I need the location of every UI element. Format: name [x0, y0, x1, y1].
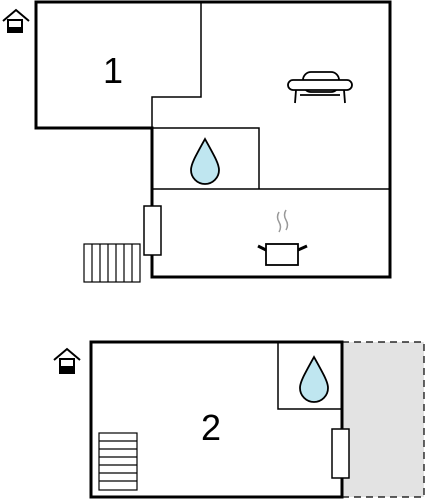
- stairs-icon: [98, 432, 138, 491]
- wall-bathroom: [152, 127, 260, 189]
- radiator-icon: [143, 205, 162, 256]
- floor-1: 1: [2, 0, 392, 283]
- floor-2: 2: [53, 340, 425, 499]
- sofa-icon: [287, 71, 353, 104]
- cooking-pot-icon: [257, 209, 308, 266]
- outer-walls: [34, 0, 392, 279]
- entrance-house-icon: [2, 8, 30, 33]
- room-1-label: 1: [103, 50, 123, 91]
- stairs-icon: [83, 243, 141, 283]
- water-drop-icon: [190, 137, 220, 185]
- terrace: [341, 341, 425, 498]
- water-drop-icon: [299, 355, 329, 403]
- room-2-label: 2: [201, 407, 221, 448]
- wall-room-1: [151, 2, 202, 128]
- wall-bathroom: [277, 342, 342, 410]
- radiator-icon: [331, 428, 350, 479]
- entrance-house-icon: [53, 347, 81, 374]
